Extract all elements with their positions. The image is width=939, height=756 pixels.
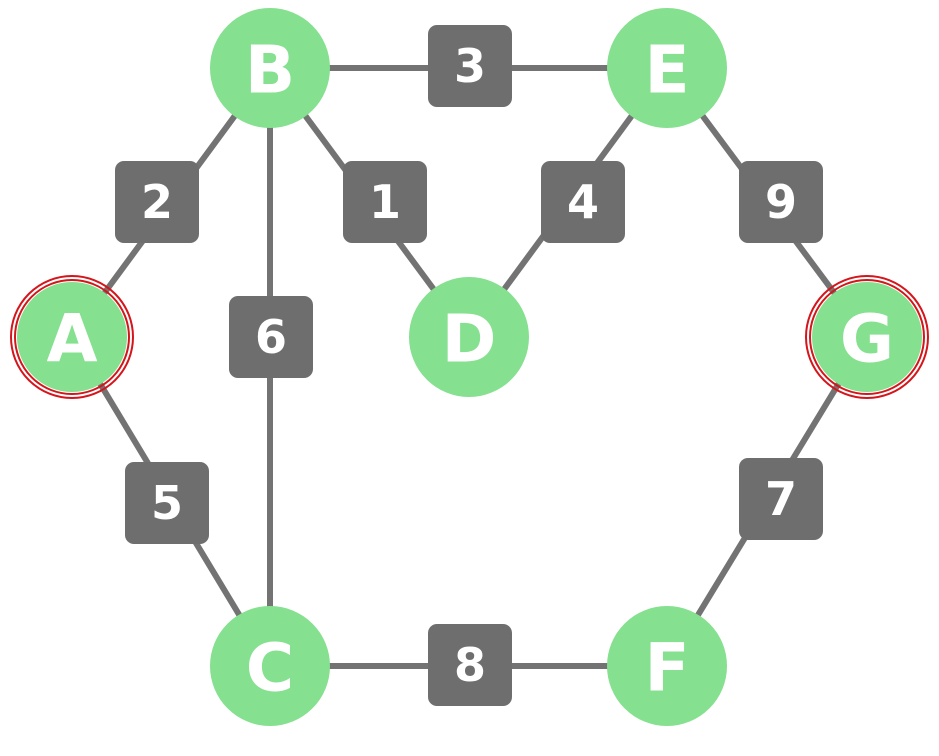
node-a-inner-ring bbox=[14, 279, 130, 395]
weight-label: 5 bbox=[151, 476, 183, 530]
edge-weight-b-c: 6 bbox=[229, 296, 313, 378]
node-d-circle bbox=[409, 277, 529, 397]
node-f: F bbox=[607, 606, 727, 726]
node-c: C bbox=[210, 606, 330, 726]
weight-box bbox=[739, 161, 823, 243]
weight-box bbox=[343, 161, 427, 243]
weight-box bbox=[541, 161, 625, 243]
weight-box bbox=[428, 624, 512, 706]
node-g-label: G bbox=[840, 301, 894, 378]
node-e: E bbox=[607, 8, 727, 128]
weight-label: 3 bbox=[454, 39, 486, 93]
edge-weights: 2 1 3 4 9 6 5 bbox=[115, 25, 823, 706]
node-d: D bbox=[409, 277, 529, 397]
weight-label: 6 bbox=[255, 310, 287, 364]
weight-box bbox=[229, 296, 313, 378]
node-a: A bbox=[10, 275, 134, 399]
node-f-label: F bbox=[644, 630, 689, 707]
node-b-circle bbox=[210, 8, 330, 128]
edge-weight-a-c: 5 bbox=[125, 462, 209, 544]
node-g-circle bbox=[812, 282, 922, 392]
weight-label: 4 bbox=[567, 175, 599, 229]
node-g-inner-ring bbox=[809, 279, 925, 395]
edge-weight-b-e: 3 bbox=[428, 25, 512, 107]
node-g-outer-ring bbox=[805, 275, 929, 399]
node-d-label: D bbox=[442, 301, 497, 378]
edge-weight-e-d: 4 bbox=[541, 161, 625, 243]
nodes: A B C D E F bbox=[10, 8, 929, 726]
weight-label: 2 bbox=[141, 175, 173, 229]
weight-label: 7 bbox=[765, 472, 797, 526]
node-b-label: B bbox=[245, 32, 295, 109]
edge-weight-b-d: 1 bbox=[343, 161, 427, 243]
edge-weight-c-f: 8 bbox=[428, 624, 512, 706]
node-a-label: A bbox=[46, 301, 97, 378]
node-a-circle bbox=[17, 282, 127, 392]
edge-weight-g-f: 7 bbox=[739, 458, 823, 540]
weight-box bbox=[125, 462, 209, 544]
node-e-label: E bbox=[644, 32, 689, 109]
node-g: G bbox=[805, 275, 929, 399]
node-c-label: C bbox=[246, 630, 294, 707]
weight-box bbox=[739, 458, 823, 540]
weight-label: 8 bbox=[454, 638, 486, 692]
weight-label: 9 bbox=[765, 175, 797, 229]
edge-weight-e-g: 9 bbox=[739, 161, 823, 243]
node-f-circle bbox=[607, 606, 727, 726]
weight-label: 1 bbox=[369, 175, 401, 229]
weight-box bbox=[115, 161, 199, 243]
weight-box bbox=[428, 25, 512, 107]
node-c-circle bbox=[210, 606, 330, 726]
node-b: B bbox=[210, 8, 330, 128]
node-a-outer-ring bbox=[10, 275, 134, 399]
edge-weight-a-b: 2 bbox=[115, 161, 199, 243]
node-e-circle bbox=[607, 8, 727, 128]
